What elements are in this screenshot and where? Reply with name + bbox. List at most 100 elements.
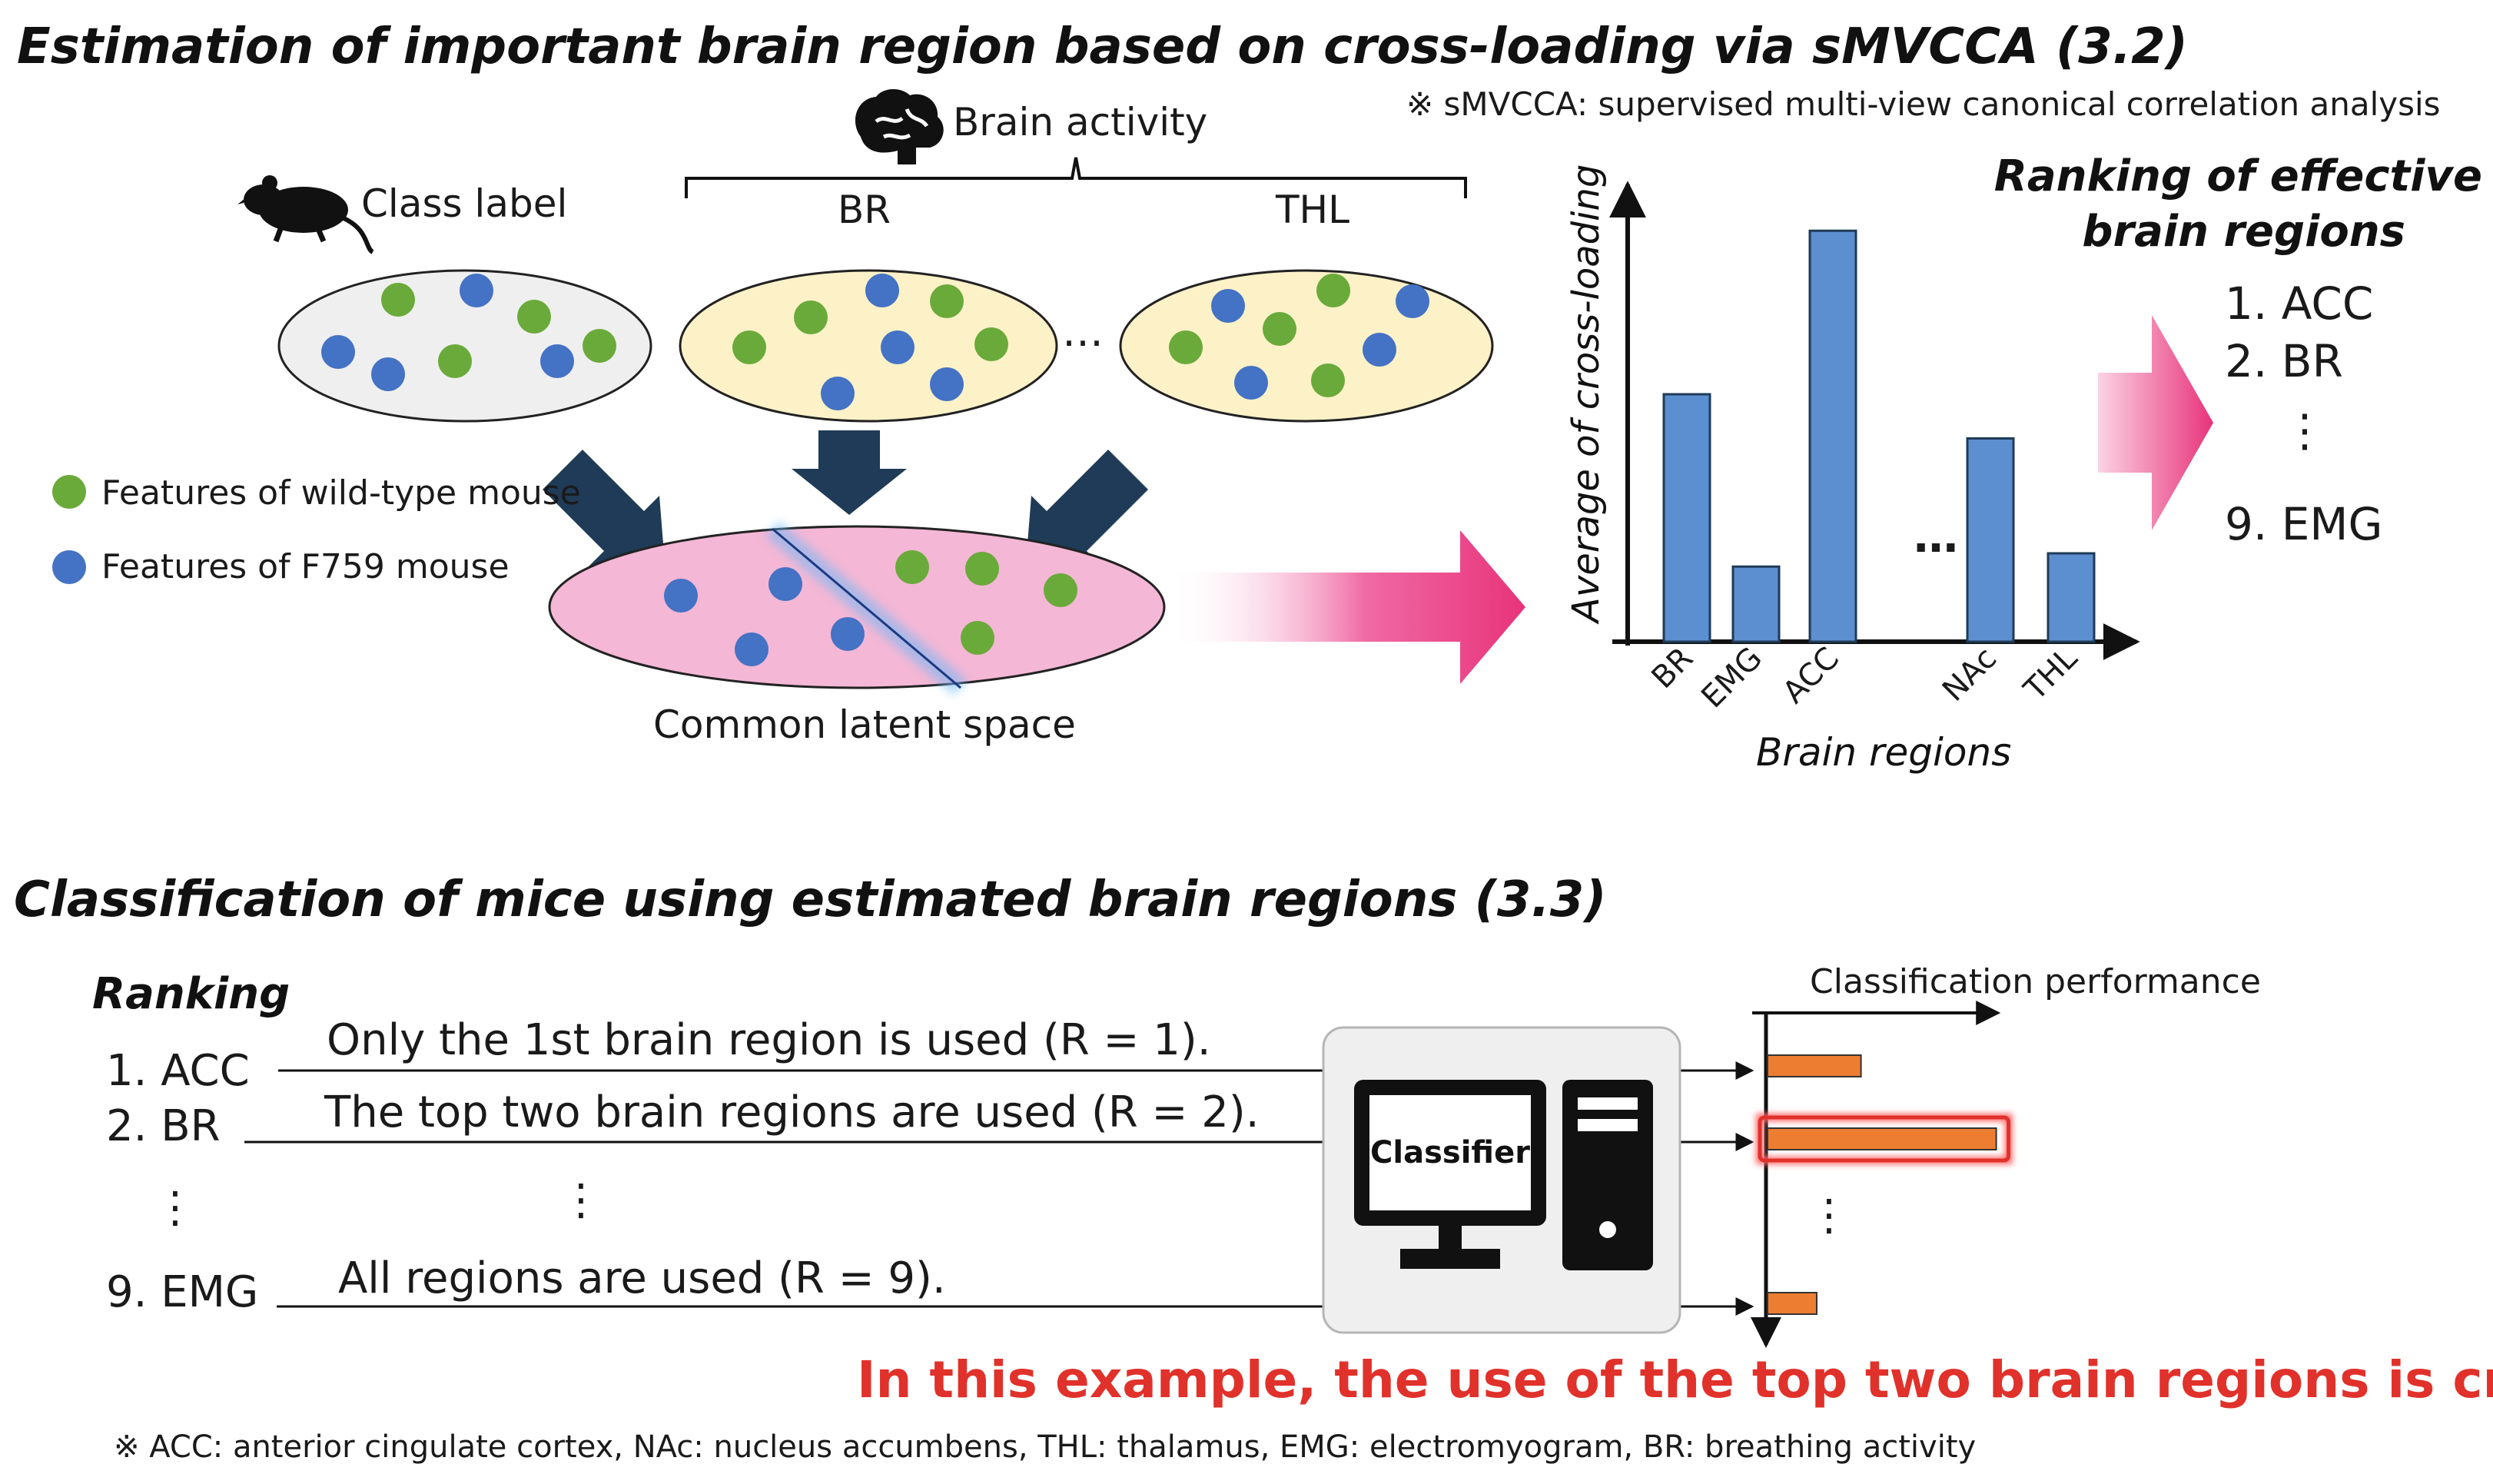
brain-icon <box>855 88 944 164</box>
highlight-box <box>1758 1115 2011 1163</box>
down-arrow <box>792 430 907 515</box>
green-dot <box>794 300 828 334</box>
blue-dot <box>540 344 574 378</box>
chart-y-axis-label: Average of cross-loading <box>1565 164 1608 625</box>
chart-x-axis-label: Brain regions <box>1756 730 2011 775</box>
green-dot <box>583 329 616 363</box>
section2-ranking-item-1: 1. ACC <box>106 1046 250 1096</box>
performance-bar-1 <box>1767 1054 1862 1077</box>
ranking-title-line1: Ranking of effective <box>1994 151 2482 201</box>
performance-bar-3 <box>1767 1292 1817 1315</box>
classifier-box: Classifier <box>1322 1026 1681 1334</box>
blue-dot <box>1363 333 1396 367</box>
green-dot <box>974 327 1008 361</box>
section2-ranking-item-2: 2. BR <box>106 1101 221 1151</box>
section2-ranking-label: Ranking <box>92 969 290 1019</box>
usage-vdots: ⋮ <box>559 1175 603 1225</box>
down-left-arrow <box>1025 450 1148 573</box>
blue-dot <box>371 357 405 391</box>
classifier-label: Classifier <box>1370 1135 1530 1170</box>
latent-space-label: Common latent space <box>653 702 1076 747</box>
br-view-ellipse <box>679 269 1058 423</box>
usage-line-3-text: All regions are used (R = 9). <box>338 1253 946 1303</box>
view-label-thl: THL <box>1275 188 1349 232</box>
chart-gap-marker: … <box>1914 510 1958 563</box>
thl-view-ellipse <box>1119 269 1494 423</box>
computer-icon <box>1354 1080 1653 1270</box>
section2-ranking-item-9: 9. EMG <box>106 1267 258 1317</box>
smvcca-footnote: ※ sMVCCA: supervised multi-view canonica… <box>1406 85 2441 123</box>
chart-bars <box>1662 229 2096 643</box>
x-tick-acc: ACC <box>1776 641 1846 711</box>
separator-line <box>772 527 961 689</box>
bar-br <box>1662 393 1711 643</box>
latent-space-ellipse <box>548 521 1166 696</box>
bar-nac <box>1966 437 2015 643</box>
blue-dot <box>821 377 855 410</box>
green-dot <box>965 552 999 586</box>
section2-title: Classification of mice using estimated b… <box>14 871 1607 928</box>
usage-line-1-text: Only the 1st brain region is used (R = 1… <box>327 1015 1211 1065</box>
x-tick-thl: THL <box>2017 640 2085 708</box>
green-dot <box>438 344 472 378</box>
conclusion-text: In this example, the use of the top two … <box>857 1350 2493 1409</box>
blue-dot <box>735 632 768 666</box>
performance-vdots: ⋮ <box>1808 1190 1851 1240</box>
blue-dot <box>664 579 698 613</box>
brain-activity-brace <box>685 157 1467 198</box>
ranking-item-9: 9. EMG <box>2225 498 2382 550</box>
blue-dot <box>881 330 915 364</box>
green-dot <box>1169 330 1203 364</box>
green-dot <box>1044 573 1077 607</box>
green-dot <box>930 284 964 318</box>
legend-green-dot <box>52 475 86 509</box>
bar-thl <box>2047 552 2096 643</box>
green-dot <box>732 330 766 364</box>
performance-bar-2 <box>1767 1127 1997 1150</box>
green-dot <box>895 550 929 584</box>
blue-dot <box>321 335 355 369</box>
view-label-br: BR <box>838 188 891 232</box>
green-dot <box>517 300 551 334</box>
class-label-ellipse <box>277 269 652 423</box>
blue-dot <box>865 274 899 307</box>
chart-to-ranking-arrow <box>2098 315 2213 530</box>
legend-blue-dot <box>52 550 86 584</box>
blue-dot <box>460 274 493 307</box>
ranking-title-line2: brain regions <box>2082 207 2405 257</box>
abbrev-footnote: ※ ACC: anterior cingulate cortex, NAc: n… <box>114 1429 1976 1465</box>
x-tick-br: BR <box>1645 641 1700 696</box>
blue-dot <box>1234 366 1268 400</box>
legend-f759: Features of F759 mouse <box>101 547 510 586</box>
ranking-item-2: 2. BR <box>2225 335 2343 387</box>
blue-dot <box>831 617 865 651</box>
bar-acc <box>1808 229 1857 643</box>
down-right-arrow <box>543 450 666 573</box>
blue-dot <box>1396 284 1429 318</box>
brain-activity-label: Brain activity <box>953 100 1207 144</box>
ranking-item-1: 1. ACC <box>2225 277 2373 330</box>
green-dot <box>1316 274 1350 307</box>
latent-to-chart-arrow <box>1168 530 1525 684</box>
green-dot <box>1263 312 1296 346</box>
green-dot <box>1311 364 1345 397</box>
x-tick-emg: EMG <box>1695 641 1769 715</box>
section2-ranking-vdots: ⋮ <box>154 1183 197 1233</box>
section1-title: Estimation of important brain region bas… <box>17 18 2188 75</box>
usage-line-2-text: The top two brain regions are used (R = … <box>324 1087 1260 1137</box>
performance-label: Classification performance <box>1810 962 2261 1001</box>
blue-dot <box>768 567 802 601</box>
green-dot <box>381 283 415 317</box>
blue-dot <box>930 367 964 401</box>
mouse-icon <box>237 175 374 254</box>
x-tick-nac: NAc <box>1936 641 2003 709</box>
bar-emg <box>1731 565 1781 643</box>
views-ellipsis: … <box>1062 307 1104 356</box>
blue-dot <box>1211 289 1245 323</box>
class-label: Class label <box>361 181 567 226</box>
green-dot <box>961 621 994 655</box>
performance-bars <box>1756 1054 2013 1315</box>
